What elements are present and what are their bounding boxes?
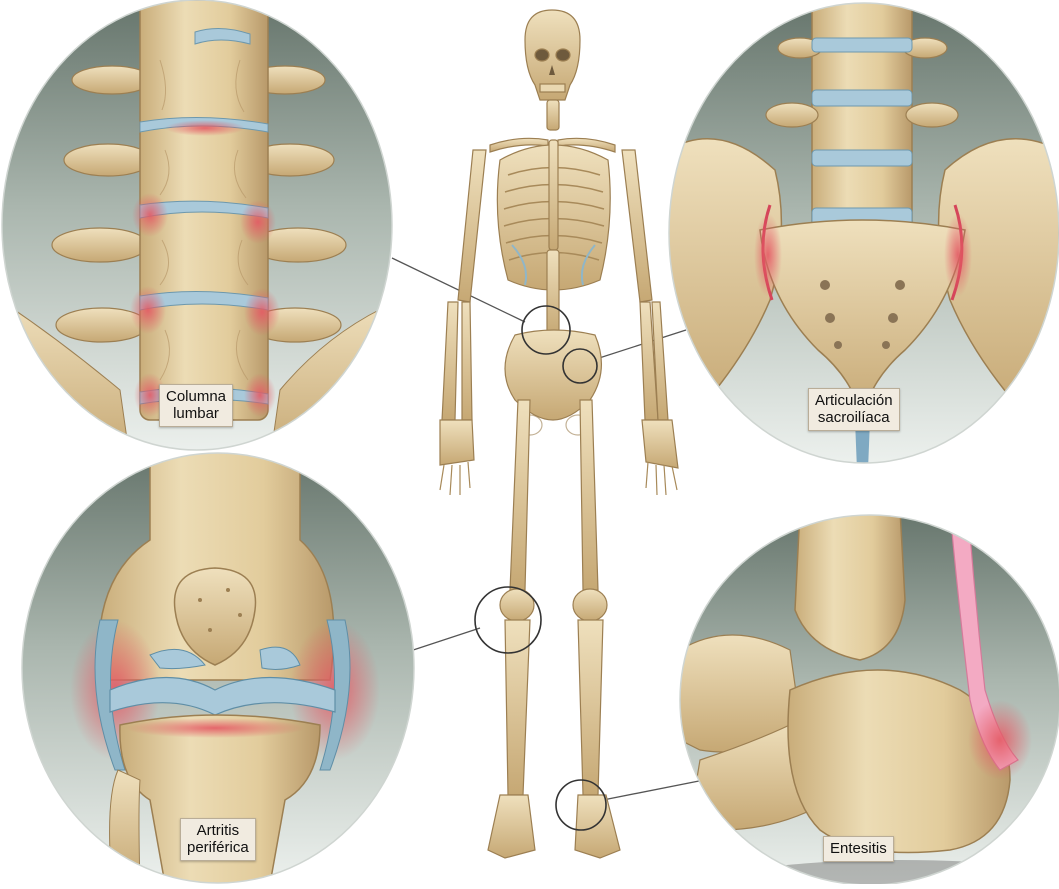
label-line: Entesitis bbox=[830, 840, 887, 857]
sacroiliac-joint-label: Articulación sacroilíaca bbox=[808, 388, 900, 431]
label-line: lumbar bbox=[166, 405, 226, 422]
label-line: sacroilíaca bbox=[815, 409, 893, 426]
enthesitis-label: Entesitis bbox=[823, 836, 894, 862]
lumbar-spine-label: Columna lumbar bbox=[159, 384, 233, 427]
label-line: Columna bbox=[166, 388, 226, 405]
skeleton bbox=[440, 10, 678, 858]
label-line: periférica bbox=[187, 839, 249, 856]
label-line: Artritis bbox=[187, 822, 249, 839]
peripheral-arthritis-label: Artritis periférica bbox=[180, 818, 256, 861]
label-line: Articulación bbox=[815, 392, 893, 409]
